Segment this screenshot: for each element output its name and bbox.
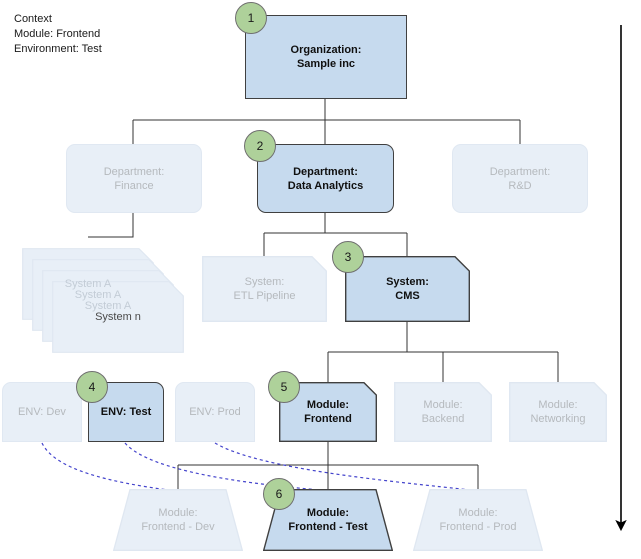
node-department-rnd[interactable]: Department: R&D (452, 144, 588, 213)
badge-2: 2 (244, 130, 276, 162)
badge-3-label: 3 (344, 250, 352, 264)
node-env-dev[interactable]: ENV: Dev (2, 382, 82, 442)
env-prod-link (214, 442, 471, 491)
badge-5: 5 (268, 371, 300, 403)
badge-4-label: 4 (88, 380, 96, 394)
badge-2-label: 2 (256, 139, 264, 153)
badge-4: 4 (76, 371, 108, 403)
node-env-prod-label: ENV: Prod (189, 406, 241, 418)
node-env-prod[interactable]: ENV: Prod (175, 382, 255, 442)
node-system-stack[interactable]: System A System A System A System n (22, 248, 184, 353)
node-system-cms[interactable]: System: CMS (345, 256, 470, 322)
node-department-finance[interactable]: Department: Finance (66, 144, 202, 213)
node-deploy-frontend-prod[interactable]: Module: Frontend - Prod (413, 489, 543, 551)
node-department-rnd-label: Department: R&D (489, 165, 551, 192)
badge-5-label: 5 (280, 380, 288, 394)
node-module-networking[interactable]: Module: Networking (509, 382, 607, 442)
node-deploy-frontend-dev[interactable]: Module: Frontend - Dev (113, 489, 243, 551)
node-system-etl[interactable]: System: ETL Pipeline (202, 256, 327, 322)
badge-3: 3 (332, 241, 364, 273)
node-department-data-analytics-label: Department: Data Analytics (287, 165, 364, 192)
node-organization[interactable]: Organization: Sample inc (245, 15, 407, 99)
env-dev-link (41, 442, 169, 491)
node-organization-label: Organization: Sample inc (290, 44, 362, 70)
node-department-finance-label: Department: Finance (103, 165, 165, 192)
node-module-backend[interactable]: Module: Backend (394, 382, 492, 442)
stack-card-4: System n (52, 281, 184, 353)
badge-1: 1 (235, 2, 267, 34)
context-block: Context Module: Frontend Environment: Te… (14, 13, 102, 55)
badge-6-label: 6 (275, 487, 283, 501)
node-env-test-label: ENV: Test (100, 406, 152, 418)
badge-1-label: 1 (247, 11, 255, 25)
node-env-dev-label: ENV: Dev (18, 406, 66, 418)
node-department-data-analytics[interactable]: Department: Data Analytics (257, 144, 394, 213)
badge-6: 6 (263, 478, 295, 510)
